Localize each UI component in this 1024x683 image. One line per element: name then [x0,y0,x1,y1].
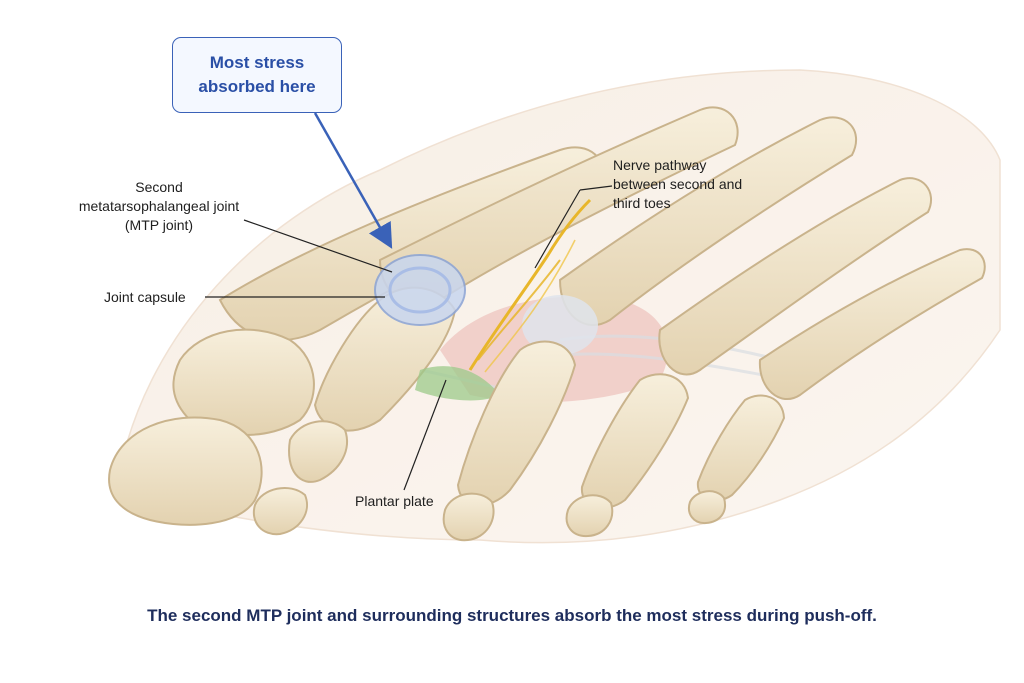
callout-box: Most stress absorbed here [172,37,342,113]
label-joint-capsule: Joint capsule [104,288,186,307]
label-plantar-plate: Plantar plate [355,492,434,511]
figure-caption: The second MTP joint and surrounding str… [0,606,1024,626]
label-second-mtp-joint: Second metatarsophalangeal joint (MTP jo… [74,178,244,235]
callout-text: Most stress absorbed here [192,51,322,99]
fifth-toe-tip [689,491,725,523]
label-nerve-pathway: Nerve pathway between second and third t… [613,156,763,213]
